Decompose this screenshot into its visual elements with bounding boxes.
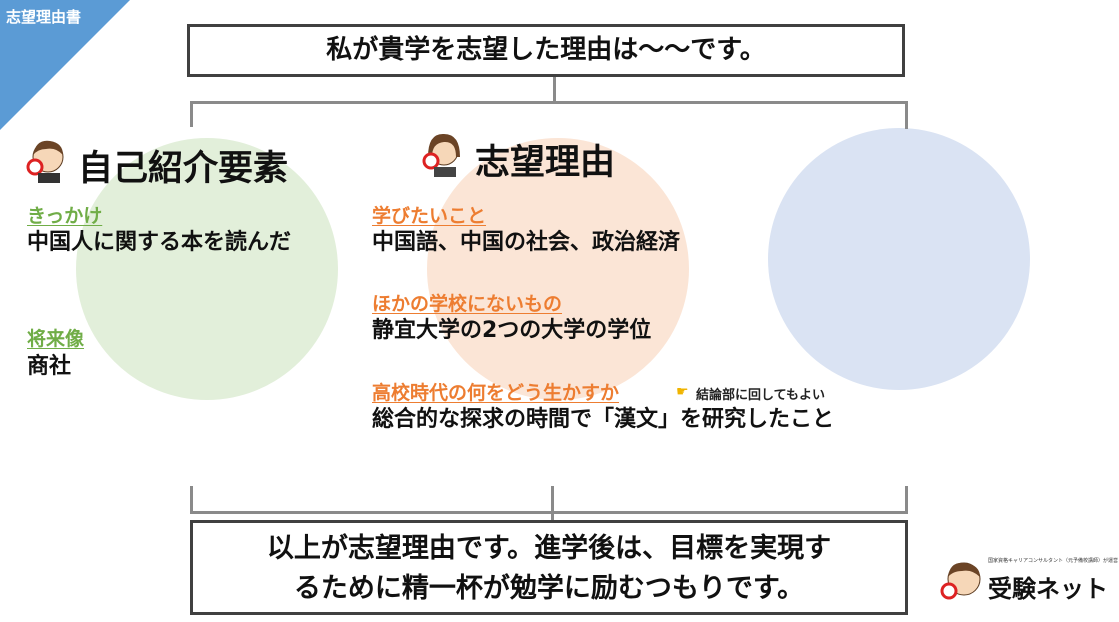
middle-heading: 志望理由 <box>475 143 616 183</box>
text-unique: 静宜大学の2つの大学の学位 <box>372 318 652 343</box>
text-future: 商社 <box>27 354 72 379</box>
circle-orange <box>427 138 689 400</box>
label-future: 将来像 <box>27 328 85 350</box>
label-unique: ほかの学校にないもの <box>372 293 563 315</box>
connector <box>553 77 556 103</box>
circle-green <box>76 138 338 400</box>
left-heading: 自己紹介要素 <box>78 149 289 189</box>
avatar-boy-icon <box>26 137 66 183</box>
corner-triangle <box>0 0 130 130</box>
label-highschool: 高校時代の何をどう生かすか <box>372 382 620 404</box>
logo: 国家資格キャリアコンサルタント（元予備校講師）が運営 受験ネット <box>940 555 1118 610</box>
corner-label: 志望理由書 <box>6 8 82 26</box>
label-kikkake: きっかけ <box>27 205 103 227</box>
connector <box>190 511 908 514</box>
title-box: 私が貴学を志望した理由は〜〜です。 <box>187 24 905 77</box>
note-text: 結論部に回してもよい <box>696 388 825 403</box>
connector <box>905 101 908 129</box>
conclusion-line2: るために精一杯が勉学に励むつもりです。 <box>293 573 805 604</box>
text-learn: 中国語、中国の社会、政治経済 <box>372 230 681 255</box>
connector <box>190 486 193 513</box>
logo-tagline: 国家資格キャリアコンサルタント（元予備校講師）が運営 <box>988 558 1119 564</box>
connector <box>551 486 554 520</box>
connector <box>905 486 908 513</box>
text-highschool: 総合的な探求の時間で「漢文」を研究したこと <box>372 407 835 432</box>
circle-blue <box>768 128 1030 390</box>
title-text: 私が貴学を志望した理由は〜〜です。 <box>326 35 766 65</box>
label-learn: 学びたいこと <box>372 205 487 227</box>
avatar-girl-icon <box>422 131 462 177</box>
logo-name: 受験ネット <box>988 574 1108 603</box>
text-kikkake: 中国人に関する本を読んだ <box>27 230 292 255</box>
connector <box>190 101 908 104</box>
conclusion-line1: 以上が志望理由です。進学後は、目標を実現す <box>266 533 832 564</box>
connector <box>190 101 193 127</box>
conclusion-box: 以上が志望理由です。進学後は、目標を実現す るために精一杯が勉学に励むつもりです… <box>190 520 908 615</box>
logo-mascot-icon <box>940 562 981 600</box>
pointing-hand-icon: ☛ <box>676 384 689 400</box>
